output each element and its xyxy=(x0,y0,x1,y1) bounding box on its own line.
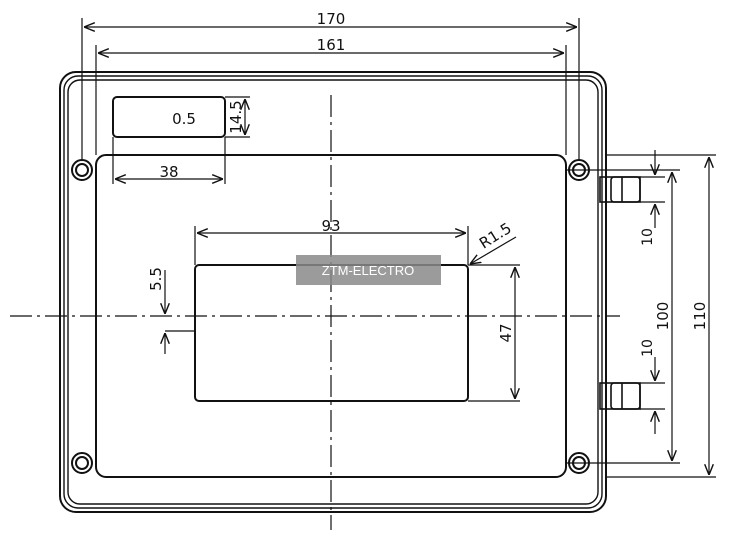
dim-label-thickness: 0.5 xyxy=(172,110,196,128)
dim-connector-bottom: 10 xyxy=(640,339,656,357)
dim-inner-height: 100 xyxy=(654,302,672,331)
connector-bottom xyxy=(599,382,641,410)
dim-overall-height: 110 xyxy=(691,302,709,331)
label-plate xyxy=(112,96,226,138)
dim-window-height: 47 xyxy=(497,323,515,342)
screw-hole-bottom-left xyxy=(71,452,93,474)
watermark-badge: ZTM-ELECTRO xyxy=(296,255,441,285)
enclosure-outline xyxy=(59,71,607,513)
dim-inner-width: 161 xyxy=(317,36,346,54)
center-lines xyxy=(10,95,620,530)
watermark-text: ZTM-ELECTRO xyxy=(322,263,414,278)
dim-label-width: 38 xyxy=(159,163,178,181)
dim-window-width: 93 xyxy=(321,217,340,235)
screw-hole-top-left xyxy=(71,159,93,181)
dim-label-height: 14.5 xyxy=(227,100,245,133)
dim-window-offset: 5.5 xyxy=(147,267,165,291)
dimension-lines xyxy=(81,18,716,478)
dim-overall-width: 170 xyxy=(317,10,346,28)
dim-corner-radius: R1.5 xyxy=(476,219,515,252)
inner-panel xyxy=(95,154,567,478)
dim-connector-top: 10 xyxy=(640,228,656,246)
connector-top xyxy=(599,176,641,203)
